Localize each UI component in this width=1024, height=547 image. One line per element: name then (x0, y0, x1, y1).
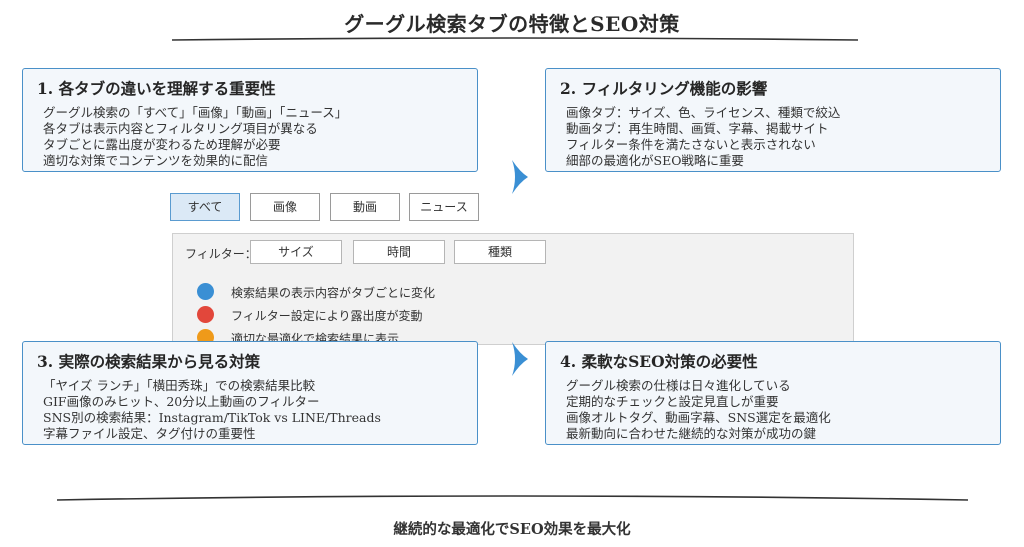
blue-dot-icon (197, 283, 214, 300)
card-line: 最新動向に合わせた継続的な対策が成功の鍵 (566, 426, 817, 441)
card-line: 動画タブ：再生時間、画質、字幕、掲載サイト (566, 121, 829, 136)
card-flexible-seo: 4. 柔軟なSEO対策の必要性 グーグル検索の仕様は日々進化している 定期的なチ… (545, 341, 1001, 445)
card-line: 画像オルトタグ、動画字幕、SNS選定を最適化 (566, 410, 831, 425)
footer-divider (56, 495, 969, 501)
card-line: グーグル検索の「すべて」「画像」「動画」「ニュース」 (43, 105, 348, 120)
card-line: 字幕ファイル設定、タグ付けの重要性 (43, 426, 256, 441)
card-heading: 2. フィルタリング機能の影響 (560, 79, 768, 98)
chevron-right-icon (512, 342, 528, 376)
card-line: 細部の最適化がSEO戦略に重要 (566, 153, 744, 168)
card-heading: 3. 実際の検索結果から見る対策 (37, 352, 261, 371)
tab-news[interactable]: ニュース (409, 193, 479, 221)
filter-duration[interactable]: 時間 (353, 240, 445, 264)
card-heading: 1. 各タブの違いを理解する重要性 (37, 79, 276, 98)
card-line: 「ヤイズ ランチ」「横田秀珠」での検索結果比較 (43, 378, 316, 393)
card-real-results: 3. 実際の検索結果から見る対策 「ヤイズ ランチ」「横田秀珠」での検索結果比較… (22, 341, 478, 445)
card-line: フィルター条件を満たさないと表示されない (566, 137, 816, 152)
filter-type[interactable]: 種類 (454, 240, 546, 264)
card-line: 適切な対策でコンテンツを効果的に配信 (43, 153, 269, 168)
card-line: GIF画像のみヒット、20分以上動画のフィルター (43, 394, 320, 409)
card-line: SNS別の検索結果：Instagram/TikTok vs LINE/Threa… (43, 410, 381, 425)
footer-caption: 継続的な最適化でSEO効果を最大化 (393, 521, 631, 538)
filter-label: フィルター： (185, 247, 257, 261)
red-dot-icon (197, 306, 214, 323)
filter-size[interactable]: サイズ (250, 240, 342, 264)
card-line: グーグル検索の仕様は日々進化している (566, 378, 791, 393)
tab-videos[interactable]: 動画 (330, 193, 400, 221)
tab-all[interactable]: すべて (170, 193, 240, 221)
card-filtering: 2. フィルタリング機能の影響 画像タブ：サイズ、色、ライセンス、種類で絞込 動… (545, 68, 1001, 172)
chevron-right-icon (512, 160, 528, 194)
card-line: タブごとに露出度が変わるため理解が必要 (43, 137, 281, 152)
tab-images[interactable]: 画像 (250, 193, 320, 221)
card-importance: 1. 各タブの違いを理解する重要性 グーグル検索の「すべて」「画像」「動画」「ニ… (22, 68, 478, 172)
card-line: 各タブは表示内容とフィルタリング項目が異なる (43, 121, 318, 136)
title-underline (171, 37, 859, 41)
card-line: 定期的なチェックと設定見直しが重要 (566, 394, 779, 409)
diagram-title: グーグル検索タブの特徴とSEO対策 (344, 12, 680, 36)
card-line: 画像タブ：サイズ、色、ライセンス、種類で絞込 (566, 105, 841, 120)
card-heading: 4. 柔軟なSEO対策の必要性 (560, 352, 758, 371)
search-results-panel: フィルター： サイズ 時間 種類 検索結果の表示内容がタブごとに変化 フィルター… (172, 233, 854, 346)
